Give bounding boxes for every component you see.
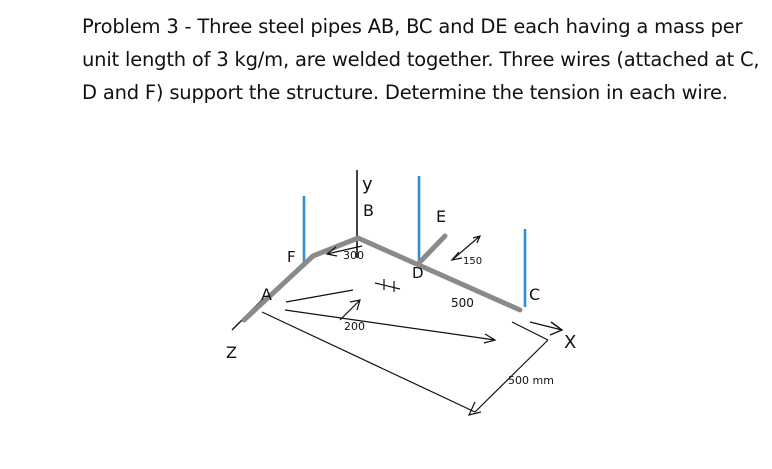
axis-label-x: X (564, 332, 576, 353)
problem-line-2: unit length of 3 kg/m, are welded togeth… (82, 48, 760, 71)
dim-150-arrow-a (450, 251, 463, 261)
dim-500mm-arrow (467, 401, 482, 416)
dim-label-150: 150 (463, 256, 482, 267)
dim-label-500mm: 500 mm (508, 374, 554, 387)
x-axis-arrow (549, 321, 564, 336)
dim-200-line (339, 299, 361, 321)
point-label-C: C (529, 285, 540, 304)
dim-500mm-line (474, 339, 549, 413)
pipe-DE (415, 233, 448, 267)
point-label-F: F (287, 248, 296, 266)
dim-500-line (284, 309, 496, 341)
dim-D-line (374, 282, 401, 290)
dim-label-200: 200 (344, 320, 365, 333)
problem-statement: Problem 3 - Three steel pipes AB, BC and… (82, 10, 760, 109)
point-label-B: B (363, 201, 374, 220)
dim-150-arrow-b (472, 235, 482, 244)
point-label-E: E (436, 207, 446, 226)
dim-D-ticks (383, 279, 395, 292)
problem-line-1: Problem 3 - Three steel pipes AB, BC and… (82, 15, 743, 38)
point-label-D: D (412, 264, 424, 282)
dim-label-500: 500 (451, 296, 474, 310)
dim-500mm-ext2 (511, 321, 549, 341)
axis-label-y: y (362, 174, 373, 195)
dim-150-line (451, 235, 481, 261)
point-label-A: A (261, 285, 272, 304)
dim-500-arrow (483, 333, 497, 344)
dim-300-arrow (325, 246, 338, 257)
dim-200-ext (285, 289, 354, 303)
pipe-AB (241, 253, 316, 323)
pipe-BC (355, 235, 523, 313)
problem-line-3: D and F) support the structure. Determin… (82, 81, 728, 104)
dim-200-arrow (349, 299, 361, 311)
axis-label-z: Z (226, 343, 237, 362)
dim-label-300: 300 (343, 249, 364, 262)
x-axis (529, 321, 563, 331)
dim-300-line (326, 245, 363, 255)
dim-500mm-ext (261, 311, 476, 413)
